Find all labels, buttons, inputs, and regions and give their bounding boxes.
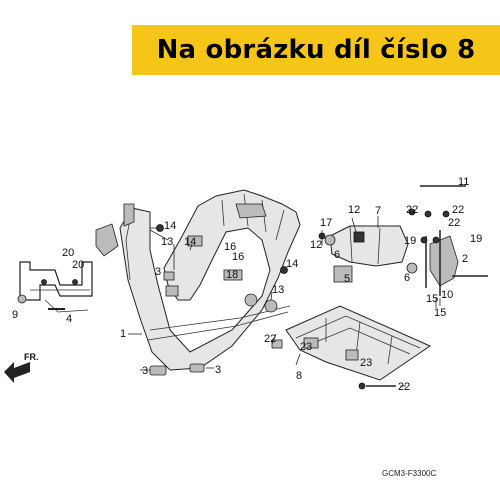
callout-23: 23 bbox=[300, 341, 312, 353]
callout-22: 22 bbox=[398, 381, 410, 393]
callout-20: 20 bbox=[62, 247, 74, 259]
callout-3: 3 bbox=[142, 365, 148, 377]
front-direction-arrow-icon bbox=[4, 362, 30, 383]
callout-20: 20 bbox=[72, 259, 84, 271]
callout-16: 16 bbox=[232, 251, 244, 263]
front-frame-body bbox=[95, 189, 301, 371]
callout-17: 17 bbox=[320, 217, 332, 229]
callout-15: 15 bbox=[434, 307, 446, 319]
callout-23: 23 bbox=[360, 357, 372, 369]
callout-12: 12 bbox=[310, 239, 322, 251]
callout-9: 9 bbox=[12, 309, 18, 321]
callout-5: 5 bbox=[344, 273, 350, 285]
callout-14: 14 bbox=[184, 236, 196, 248]
callout-6: 6 bbox=[404, 272, 410, 284]
callout-10: 10 bbox=[441, 289, 453, 301]
callout-22: 22 bbox=[406, 204, 418, 216]
callout-6: 6 bbox=[334, 249, 340, 261]
callout-15: 15 bbox=[426, 293, 438, 305]
callout-16: 16 bbox=[224, 241, 236, 253]
small-hardware bbox=[149, 224, 288, 376]
callout-14: 14 bbox=[164, 220, 176, 232]
upper-rear-mount-assembly bbox=[318, 185, 488, 296]
callout-13: 13 bbox=[161, 236, 173, 248]
callout-13: 13 bbox=[272, 284, 284, 296]
callout-11: 11 bbox=[458, 176, 469, 188]
callout-2: 2 bbox=[462, 253, 468, 265]
banner-text: Na obrázku díl číslo 8 bbox=[156, 35, 476, 65]
callout-3: 3 bbox=[215, 364, 221, 376]
callout-labels: 1 2 3 3 3 4 5 6 6 7 8 9 10 11 12 12 13 1… bbox=[12, 176, 482, 393]
callout-19: 19 bbox=[404, 235, 416, 247]
callout-leader-lines bbox=[128, 216, 441, 387]
direction-label: FR. bbox=[24, 352, 39, 362]
part-number-banner: Na obrázku díl číslo 8 bbox=[132, 25, 500, 75]
callout-22: 22 bbox=[264, 333, 276, 345]
lower-subframe-part-8 bbox=[285, 305, 432, 390]
callout-8: 8 bbox=[296, 370, 302, 382]
diagram-code: GCM3-F3300C bbox=[382, 469, 436, 478]
callout-7: 7 bbox=[375, 205, 381, 217]
left-bracket-assembly bbox=[17, 261, 93, 313]
callout-19: 19 bbox=[470, 233, 482, 245]
callout-4: 4 bbox=[66, 313, 72, 325]
callout-22: 22 bbox=[452, 204, 464, 216]
callout-14: 14 bbox=[286, 258, 298, 270]
callout-18: 18 bbox=[226, 269, 238, 281]
callout-3: 3 bbox=[155, 266, 161, 278]
callout-12: 12 bbox=[348, 204, 360, 216]
callout-22: 22 bbox=[448, 217, 460, 229]
callout-1: 1 bbox=[120, 328, 126, 340]
